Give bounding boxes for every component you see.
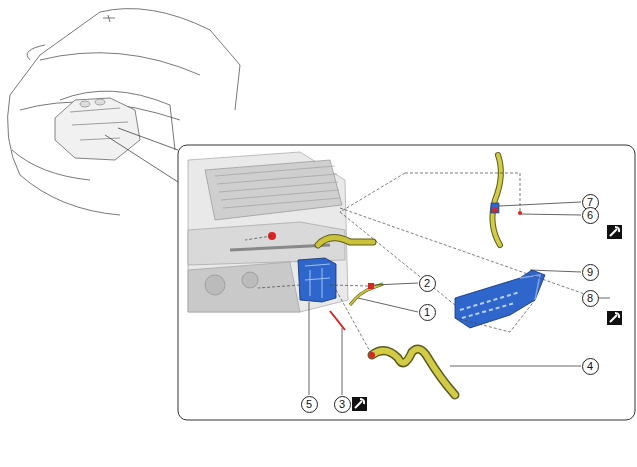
callout-number: 8: [582, 290, 599, 307]
callout-number: 6: [582, 207, 599, 224]
zoom-line: [105, 128, 178, 182]
hose: [372, 349, 455, 395]
engine-thumb: [55, 98, 140, 160]
callout-number: 1: [419, 304, 436, 321]
detail-panel: [178, 145, 635, 420]
hose: [318, 238, 373, 245]
dashed-line: [245, 173, 596, 355]
bolt: [330, 311, 345, 330]
leader-line: [309, 202, 610, 395]
hose: [350, 284, 383, 305]
torque-icon: [352, 225, 622, 411]
guard: [455, 270, 545, 328]
callout-number: 2: [419, 275, 436, 292]
engine: [188, 152, 348, 312]
callout-number: 3: [334, 396, 351, 413]
callout-number: 4: [582, 358, 599, 375]
callout-number: 5: [301, 396, 318, 413]
callout-number: 9: [582, 264, 599, 281]
bracket: [298, 258, 336, 302]
hose: [492, 155, 500, 245]
